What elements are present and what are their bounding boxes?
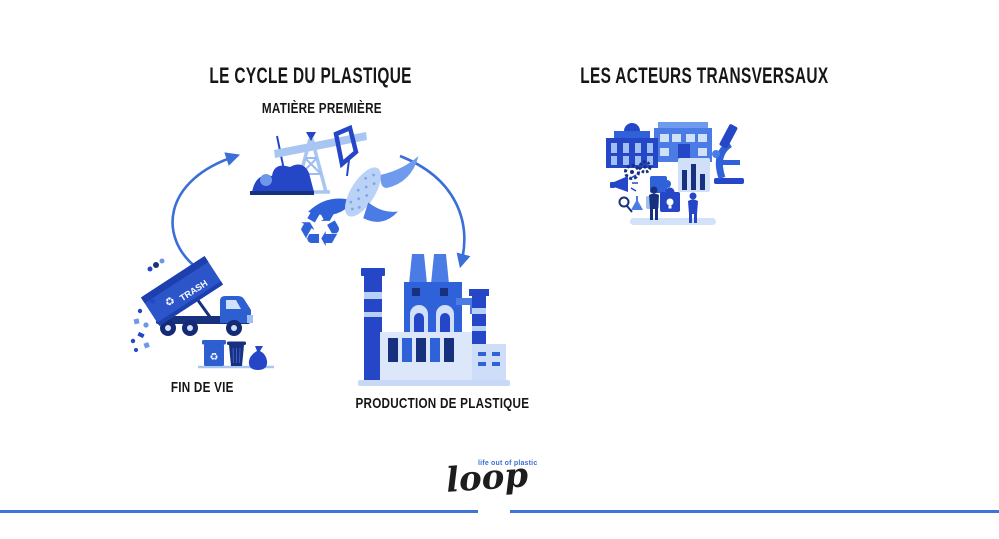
magnifier-icon (618, 196, 633, 213)
transversal-actors-illustration (606, 122, 744, 225)
arrow-matiere-to-production-icon (399, 154, 471, 269)
flask-icon (631, 196, 643, 210)
corn-icon (308, 155, 419, 222)
factory-icon (358, 254, 510, 386)
arrow-fin-to-matiere-icon (171, 152, 241, 270)
cycle-title-text: LE CYCLE DU PLASTIQUE (209, 63, 413, 88)
megaphone-icon (610, 174, 638, 192)
test-tubes-chart-icon (678, 158, 710, 192)
person-icon (649, 186, 659, 220)
loop-logo: loop (444, 455, 530, 501)
institution-building-icon (606, 123, 658, 168)
label-matiere-premiere: MATIÈRE PREMIÈRE (262, 100, 382, 117)
end-of-life-illustration: ♻ TRASH ♻ (130, 256, 274, 370)
research-building-icon (654, 122, 712, 162)
person-icon (688, 192, 698, 223)
bin-recycle-icon: ♻ (210, 352, 219, 363)
cycle-title: LE CYCLE DU PLASTIQUE (161, 63, 461, 89)
transversal-title-text: LES ACTEURS TRANSVERSAUX (580, 63, 829, 88)
transversal-title: LES ACTEURS TRANSVERSAUX (527, 63, 829, 89)
label-production-de-plastique: PRODUCTION DE PLASTIQUE (355, 395, 530, 412)
oil-heap-icon (250, 164, 314, 195)
oil-pumpjack-icon (274, 124, 367, 194)
gears-icon (624, 160, 652, 180)
microscope-icon (712, 124, 744, 184)
waste-bins-icon: ♻ (198, 340, 274, 370)
cycle-arrows (171, 152, 471, 270)
garbage-truck-icon: ♻ TRASH (130, 256, 253, 352)
recycle-icon: ♻ (297, 199, 344, 258)
dumpster-icon: ♻ TRASH (140, 256, 224, 326)
label-fin-de-vie: FIN DE VIE (170, 379, 234, 396)
footer-rule-right (510, 510, 999, 513)
logo-tagline: life out of plastic (478, 460, 538, 467)
footer-rule-left (0, 510, 478, 513)
raw-material-illustration: ♻ (250, 124, 419, 258)
ground-shadow (630, 218, 716, 225)
factory-illustration (358, 254, 510, 386)
spilled-trash-icon (130, 258, 165, 352)
